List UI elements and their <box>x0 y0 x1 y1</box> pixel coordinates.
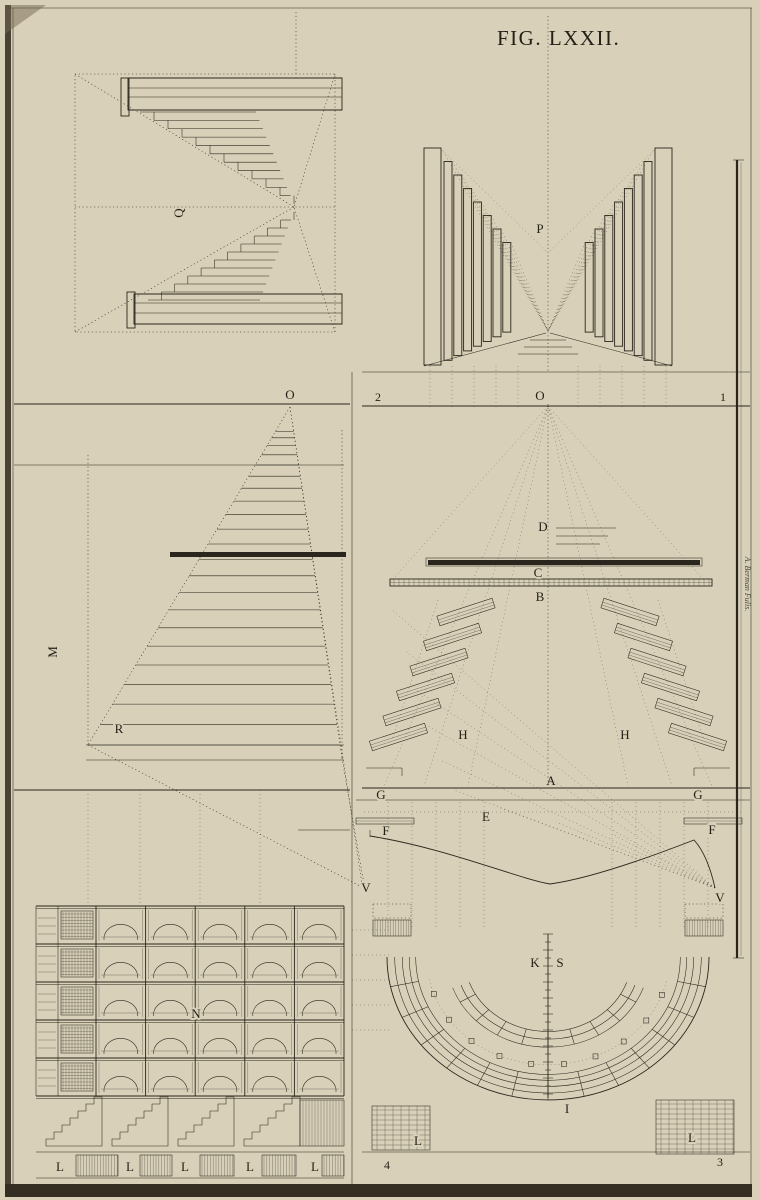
label-q: Q <box>171 208 186 218</box>
label-m: M <box>45 646 60 658</box>
label-l-scale-2: L <box>126 1159 134 1174</box>
label-3: 3 <box>717 1155 723 1169</box>
label-h-left: H <box>458 727 467 742</box>
theatre-semicircular-plan <box>352 802 750 1155</box>
label-l-scale-4: L <box>246 1159 254 1174</box>
label-a: A <box>546 773 556 788</box>
label-g-left: G <box>376 787 385 802</box>
label-d: D <box>538 519 547 534</box>
figure-q-stair-perspective <box>74 12 343 333</box>
label-o-mid: O <box>535 388 544 403</box>
label-1: 1 <box>720 390 726 404</box>
figure-title: Fig. LXXII. <box>497 26 620 50</box>
label-h-right: H <box>620 727 629 742</box>
label-n: N <box>191 1006 201 1021</box>
figure-m-stair-triangle <box>86 406 365 887</box>
label-l-plan-right: L <box>688 1130 696 1145</box>
label-b: B <box>536 589 545 604</box>
theatre-section-perspective <box>366 404 730 788</box>
engraver-credit: A. Berman Fulis. <box>743 556 752 612</box>
label-v-right: V <box>715 890 725 905</box>
label-f-left: F <box>382 823 389 838</box>
stair-plans-and-scales <box>36 790 345 1179</box>
label-l-scale-5: L <box>311 1159 319 1174</box>
figure-n-arcade-plan <box>35 905 345 1099</box>
label-2: 2 <box>375 390 381 404</box>
label-k: K <box>530 955 540 970</box>
orchestra-profile-curve <box>355 609 744 889</box>
construction-rules <box>14 366 750 1184</box>
label-g-right: G <box>693 787 702 802</box>
figure-p-colonnade <box>423 16 673 371</box>
label-p: P <box>536 221 543 236</box>
label-c: C <box>534 565 543 580</box>
label-v-left: V <box>361 880 371 895</box>
label-l-scale-3: L <box>181 1159 189 1174</box>
label-r: R <box>115 721 124 736</box>
label-s: S <box>556 955 563 970</box>
label-l-plan-left: L <box>414 1133 422 1148</box>
label-i: I <box>565 1101 569 1116</box>
plate-frame <box>5 5 752 1197</box>
label-f-right: F <box>708 822 715 837</box>
label-4: 4 <box>384 1158 390 1172</box>
label-o-left: O <box>285 387 294 402</box>
label-e: E <box>482 809 490 824</box>
label-l-scale-1: L <box>56 1159 64 1174</box>
